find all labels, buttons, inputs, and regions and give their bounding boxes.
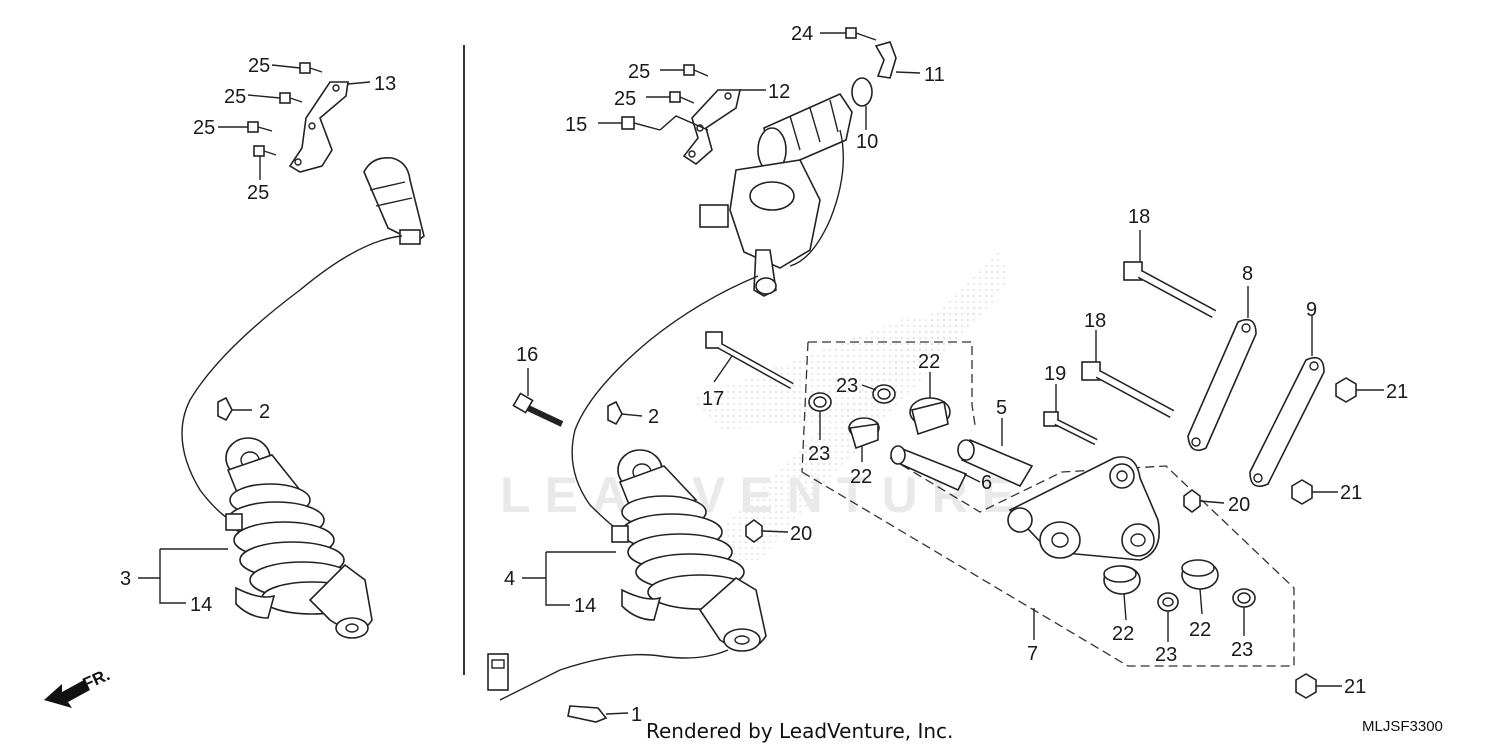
callout-22: 22 — [1112, 623, 1134, 645]
bolt-19 — [1043, 411, 1098, 446]
right-leaders — [761, 230, 1384, 687]
dashed-frame-left — [801, 341, 809, 473]
callouts: 1 2 2 3 4 5 6 7 8 9 10 11 12 13 14 14 15… — [120, 23, 1408, 726]
nuts — [745, 377, 1357, 699]
callout-20: 20 — [790, 523, 812, 545]
left-bolts-25 — [247, 62, 323, 157]
callout-21: 21 — [1340, 482, 1362, 504]
center-clamp-2 — [607, 400, 623, 426]
callout-14: 14 — [574, 595, 596, 617]
callout-2: 2 — [648, 406, 659, 428]
rod-9 — [1249, 356, 1325, 488]
callout-18: 18 — [1084, 310, 1106, 332]
callout-6: 6 — [981, 472, 992, 494]
connector — [487, 653, 509, 691]
callout-19: 19 — [1044, 363, 1066, 385]
center-label-14 — [621, 588, 662, 621]
left-clamp-2 — [217, 396, 233, 422]
callout-23: 23 — [1155, 644, 1177, 666]
bracket-12 — [682, 89, 741, 166]
callout-4: 4 — [504, 568, 515, 590]
diagram-code: MLJSF3300 — [1362, 718, 1443, 735]
callout-23: 23 — [836, 375, 858, 397]
left-leaders — [138, 64, 371, 604]
left-hose — [181, 235, 403, 521]
callout-8: 8 — [1242, 263, 1253, 285]
left-bracket-13 — [288, 81, 349, 173]
callout-25: 25 — [193, 117, 215, 139]
callout-18: 18 — [1128, 206, 1150, 228]
ring-10 — [851, 77, 873, 107]
callout-23: 23 — [1231, 639, 1253, 661]
bolt-17 — [705, 331, 794, 390]
callout-9: 9 — [1306, 299, 1317, 321]
callout-25: 25 — [614, 88, 636, 110]
center-shock-absorber — [611, 449, 767, 652]
center-hose-upper — [789, 129, 844, 267]
shock-arm-7 — [1007, 456, 1160, 561]
callout-12: 12 — [768, 81, 790, 103]
callout-25: 25 — [248, 55, 270, 77]
callout-2: 2 — [259, 401, 270, 423]
callout-3: 3 — [120, 568, 131, 590]
front-direction-arrow-icon: FR. — [44, 665, 113, 708]
left-shock-absorber — [225, 437, 373, 639]
sensor-wire — [499, 649, 729, 701]
clip-11 — [874, 41, 897, 79]
callout-13: 13 — [374, 73, 396, 95]
hydraulic-preload-adjuster — [699, 92, 853, 297]
watermark-wing-2 — [690, 300, 1000, 430]
callout-11: 11 — [924, 64, 945, 86]
callout-14: 14 — [190, 594, 212, 616]
callout-15: 15 — [565, 114, 587, 136]
callout-1: 1 — [631, 704, 642, 726]
callout-25: 25 — [247, 182, 269, 204]
collars-5-6 — [890, 438, 1034, 492]
center-leaders — [522, 32, 921, 715]
bolts-18 — [1081, 261, 1217, 418]
rod-8 — [1187, 318, 1257, 452]
callout-20: 20 — [1228, 494, 1250, 516]
dashed-frame-lower — [801, 457, 1295, 667]
credit-text: Rendered by LeadVenture, Inc. — [646, 719, 953, 743]
callout-17: 17 — [702, 388, 724, 410]
callout-16: 16 — [516, 344, 538, 366]
callout-22: 22 — [1189, 619, 1211, 641]
callout-25: 25 — [224, 86, 246, 108]
center-hose — [571, 275, 759, 533]
bushings-22 — [848, 397, 1219, 595]
callout-24: 24 — [791, 23, 813, 45]
callout-21: 21 — [1344, 676, 1366, 698]
direction-label: FR. — [80, 665, 113, 693]
callout-22: 22 — [850, 466, 872, 488]
callout-23: 23 — [808, 443, 830, 465]
clip-1 — [567, 705, 608, 723]
callout-5: 5 — [996, 397, 1007, 419]
callout-10: 10 — [856, 131, 878, 153]
left-label-14 — [235, 586, 276, 619]
callout-22: 22 — [918, 351, 940, 373]
seals-23 — [808, 384, 1256, 612]
callout-21: 21 — [1386, 381, 1408, 403]
callout-25: 25 — [628, 61, 650, 83]
bolt-16 — [512, 392, 564, 427]
left-adjuster — [363, 156, 425, 245]
callout-7: 7 — [1027, 643, 1038, 665]
center-bolt-24 — [845, 27, 877, 41]
